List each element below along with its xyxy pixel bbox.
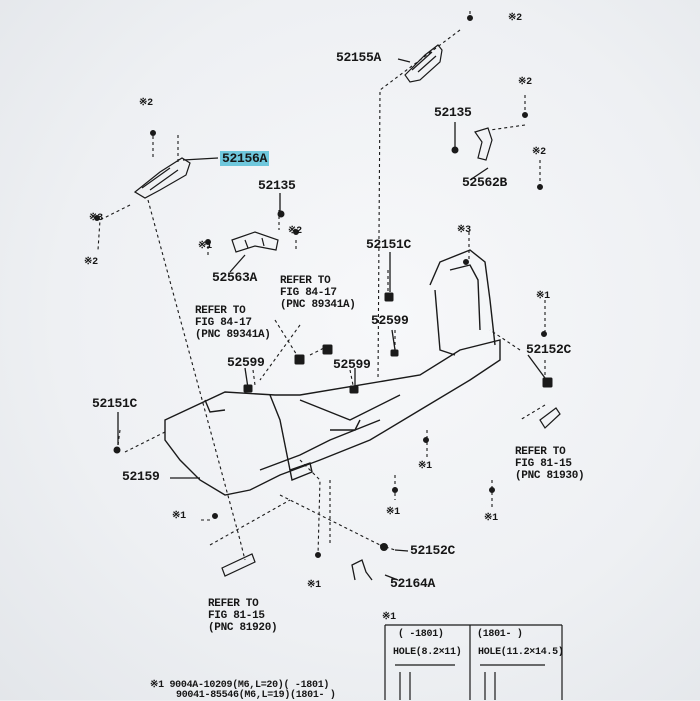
inset-col2-head: (1801- ) <box>477 629 523 640</box>
marker-2-top: ※2 <box>508 13 522 24</box>
part-label-52151C-right: 52151C <box>366 237 412 252</box>
marker-1-b: ※1 <box>418 461 432 472</box>
marker-2-c: ※2 <box>139 98 153 109</box>
part-label-52159: 52159 <box>122 469 160 484</box>
part-label-52151C-left: 52151C <box>92 396 138 411</box>
footnote-line-2: 90041-85546(M6,L=19)(1801- ) <box>176 690 336 701</box>
marker-3-right: ※3 <box>457 225 471 236</box>
part-label-52599-c: 52599 <box>333 357 371 372</box>
marker-1-d: ※1 <box>484 513 498 524</box>
retainer-52155A <box>404 44 443 83</box>
reflector-right <box>539 407 561 429</box>
hook-52164A <box>351 559 373 581</box>
part-label-52152C-right: 52152C <box>526 342 572 357</box>
part-label-52155A: 52155A <box>336 50 382 65</box>
marker-1-f: ※1 <box>307 580 321 591</box>
bumper-cover <box>164 249 501 496</box>
marker-1-g: ※1 <box>198 241 212 252</box>
leader-lines <box>97 10 546 561</box>
reflector-left <box>221 553 256 577</box>
part-label-52135-top: 52135 <box>434 105 472 120</box>
part-label-52599-b: 52599 <box>227 355 265 370</box>
part-label-52135-mid: 52135 <box>258 178 296 193</box>
inset-col1-head: ( -1801) <box>398 629 444 640</box>
part-label-52563A: 52563A <box>212 270 258 285</box>
part-label-52562B: 52562B <box>462 175 508 190</box>
marker-1-inset: ※1 <box>382 612 396 623</box>
inset-hole1: HOLE(8.2×11) <box>393 647 462 658</box>
marker-1-c: ※1 <box>386 507 400 518</box>
marker-2-a: ※2 <box>518 77 532 88</box>
marker-1-e: ※1 <box>172 511 186 522</box>
inset-hole2: HOLE(11.2×14.5) <box>478 647 564 658</box>
marker-1-a: ※1 <box>536 291 550 302</box>
marker-3-left: ※3 <box>89 213 103 224</box>
marker-2-b: ※2 <box>532 147 546 158</box>
retainer-52156A <box>133 157 191 199</box>
part-label-52152C-bottom: 52152C <box>410 543 456 558</box>
bracket-52562B <box>474 127 493 161</box>
solid-leaders <box>117 58 546 581</box>
highlighted-part-number: 52156A <box>220 151 270 166</box>
part-label-52599-a: 52599 <box>371 313 409 328</box>
fasteners <box>94 15 553 558</box>
footnote-line-1: ※1 9004A-10209(M6,L=20)( -1801) <box>150 680 330 691</box>
marker-2-e: ※2 <box>84 257 98 268</box>
inset-frame <box>384 624 563 700</box>
bracket-52563A <box>231 231 279 253</box>
part-label-52156A-highlighted: 52156A <box>220 151 270 166</box>
part-label-52164A: 52164A <box>390 576 436 591</box>
marker-2-d: ※2 <box>288 226 302 237</box>
